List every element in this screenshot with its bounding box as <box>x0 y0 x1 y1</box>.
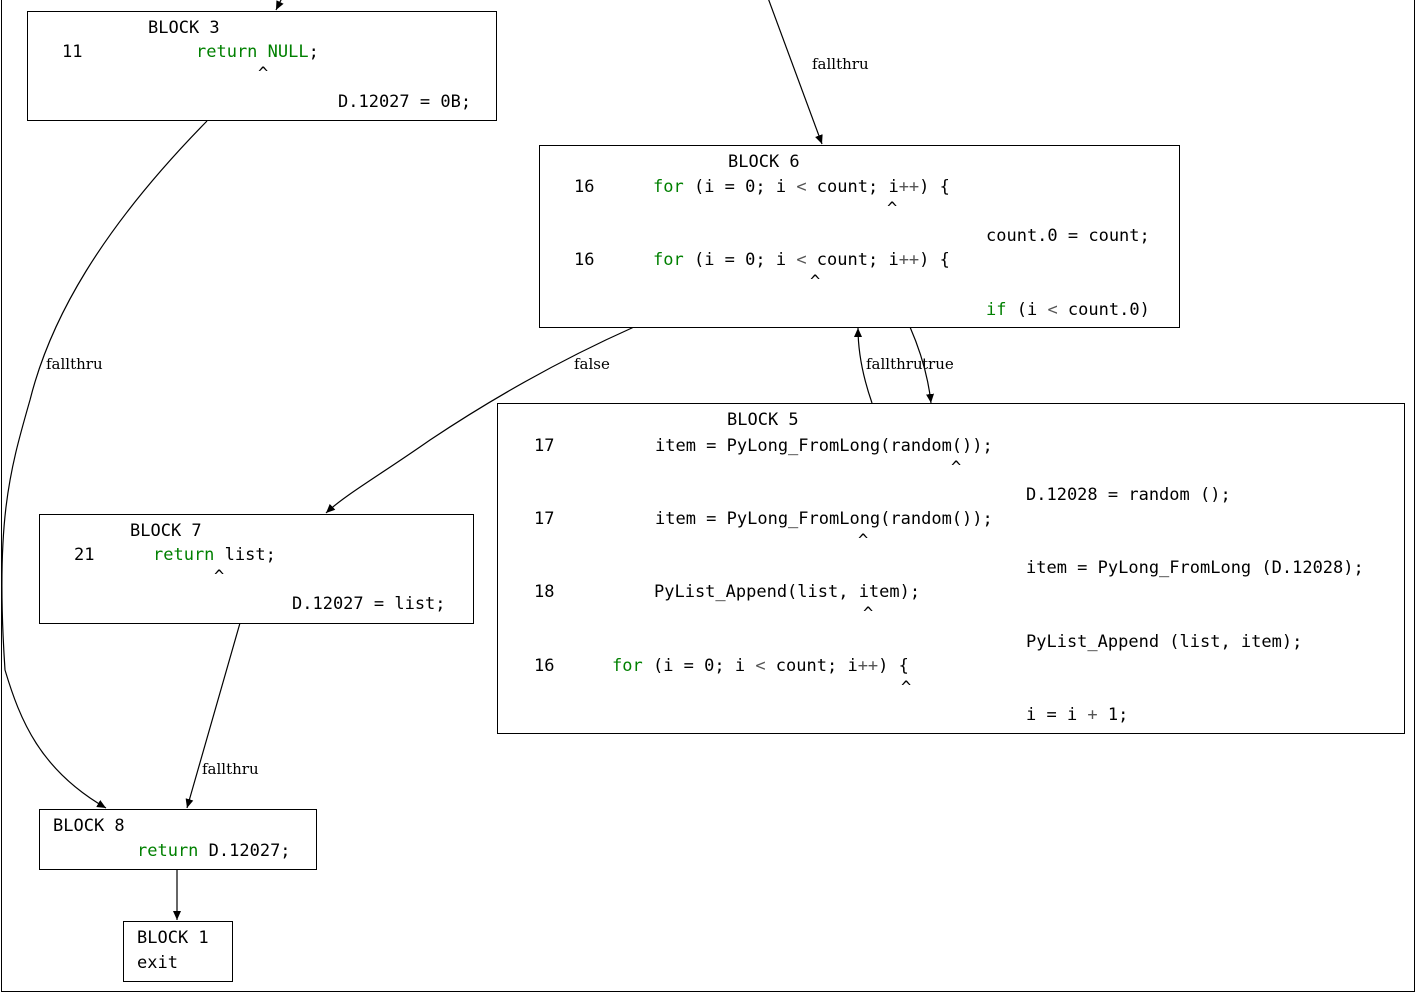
source-line: return D.12027; <box>137 841 291 861</box>
source-line: return list; <box>153 545 276 565</box>
edge-label-fallthru: fallthru <box>202 760 259 778</box>
source-line: item = PyLong_FromLong(random()); <box>655 436 993 456</box>
caret: ^ <box>810 272 821 292</box>
block-3: BLOCK 3 11 return NULL; ^ D.12027 = 0B; <box>27 11 497 121</box>
block-title: BLOCK 8 <box>53 816 125 836</box>
source-line: for (i = 0; i < count; i++) { <box>653 250 950 270</box>
edge-block-7-to-block-8 <box>185 622 241 809</box>
line-number: 18 <box>534 582 555 602</box>
line-number: 17 <box>534 436 555 456</box>
edge-block-6-to-block-5 <box>909 326 935 404</box>
edge-block-3-to-block-8 <box>1 120 208 809</box>
source-line: for (i = 0; i < count; i++) { <box>612 656 909 676</box>
line-number: 16 <box>534 656 555 676</box>
block-title: BLOCK 3 <box>148 18 220 38</box>
block-1: BLOCK 1 exit <box>123 921 233 982</box>
gimple-statement: count.0 = count; <box>986 226 1150 246</box>
source-line: return NULL; <box>196 42 319 62</box>
edge-label-fallthru: fallthru <box>866 355 923 373</box>
source-line: item = PyLong_FromLong(random()); <box>655 509 993 529</box>
source-line: PyList_Append(list, item); <box>654 582 921 602</box>
line-number: 16 <box>574 177 595 197</box>
block-5: BLOCK 5 17 item = PyLong_FromLong(random… <box>497 403 1405 734</box>
block-7: BLOCK 7 21 return list; ^ D.12027 = list… <box>39 514 474 624</box>
edge-label-fallthru: fallthru <box>46 355 103 373</box>
edge-label-true: true <box>922 355 954 373</box>
block-6: BLOCK 6 16 for (i = 0; i < count; i++) {… <box>539 145 1180 328</box>
exit-label: exit <box>137 953 178 973</box>
gimple-statement: D.12027 = 0B; <box>338 92 472 112</box>
edge-block-6-to-block-7 <box>325 326 635 514</box>
caret: ^ <box>858 531 869 551</box>
caret: ^ <box>258 64 269 84</box>
edge-top-to-block-6 <box>768 0 823 145</box>
caret: ^ <box>887 199 898 219</box>
edge-label-false: false <box>574 355 610 373</box>
gimple-condition: if (i < count.0) <box>986 300 1150 320</box>
block-title: BLOCK 1 <box>137 928 209 948</box>
gimple-statement: D.12028 = random (); <box>1026 485 1231 505</box>
edge-top-into-block-3 <box>275 0 284 11</box>
block-8: BLOCK 8 return D.12027; <box>39 809 317 870</box>
line-number: 16 <box>574 250 595 270</box>
block-title: BLOCK 6 <box>728 152 800 172</box>
source-line: for (i = 0; i < count; i++) { <box>653 177 950 197</box>
block-title: BLOCK 7 <box>130 521 202 541</box>
line-number: 17 <box>534 509 555 529</box>
caret: ^ <box>951 458 962 478</box>
gimple-statement: D.12027 = list; <box>292 594 446 614</box>
graph-frame <box>1 0 1415 992</box>
line-number: 21 <box>74 545 95 565</box>
line-number: 11 <box>62 42 83 62</box>
block-title: BLOCK 5 <box>727 410 799 430</box>
edge-label-fallthru: fallthru <box>812 55 869 73</box>
gimple-statement: i = i + 1; <box>1026 705 1129 725</box>
caret: ^ <box>901 678 912 698</box>
caret: ^ <box>863 604 874 624</box>
gimple-statement: PyList_Append (list, item); <box>1026 632 1303 652</box>
gimple-statement: item = PyLong_FromLong (D.12028); <box>1026 558 1364 578</box>
edge-block-5-to-block-6 <box>854 327 873 404</box>
caret: ^ <box>214 567 225 587</box>
